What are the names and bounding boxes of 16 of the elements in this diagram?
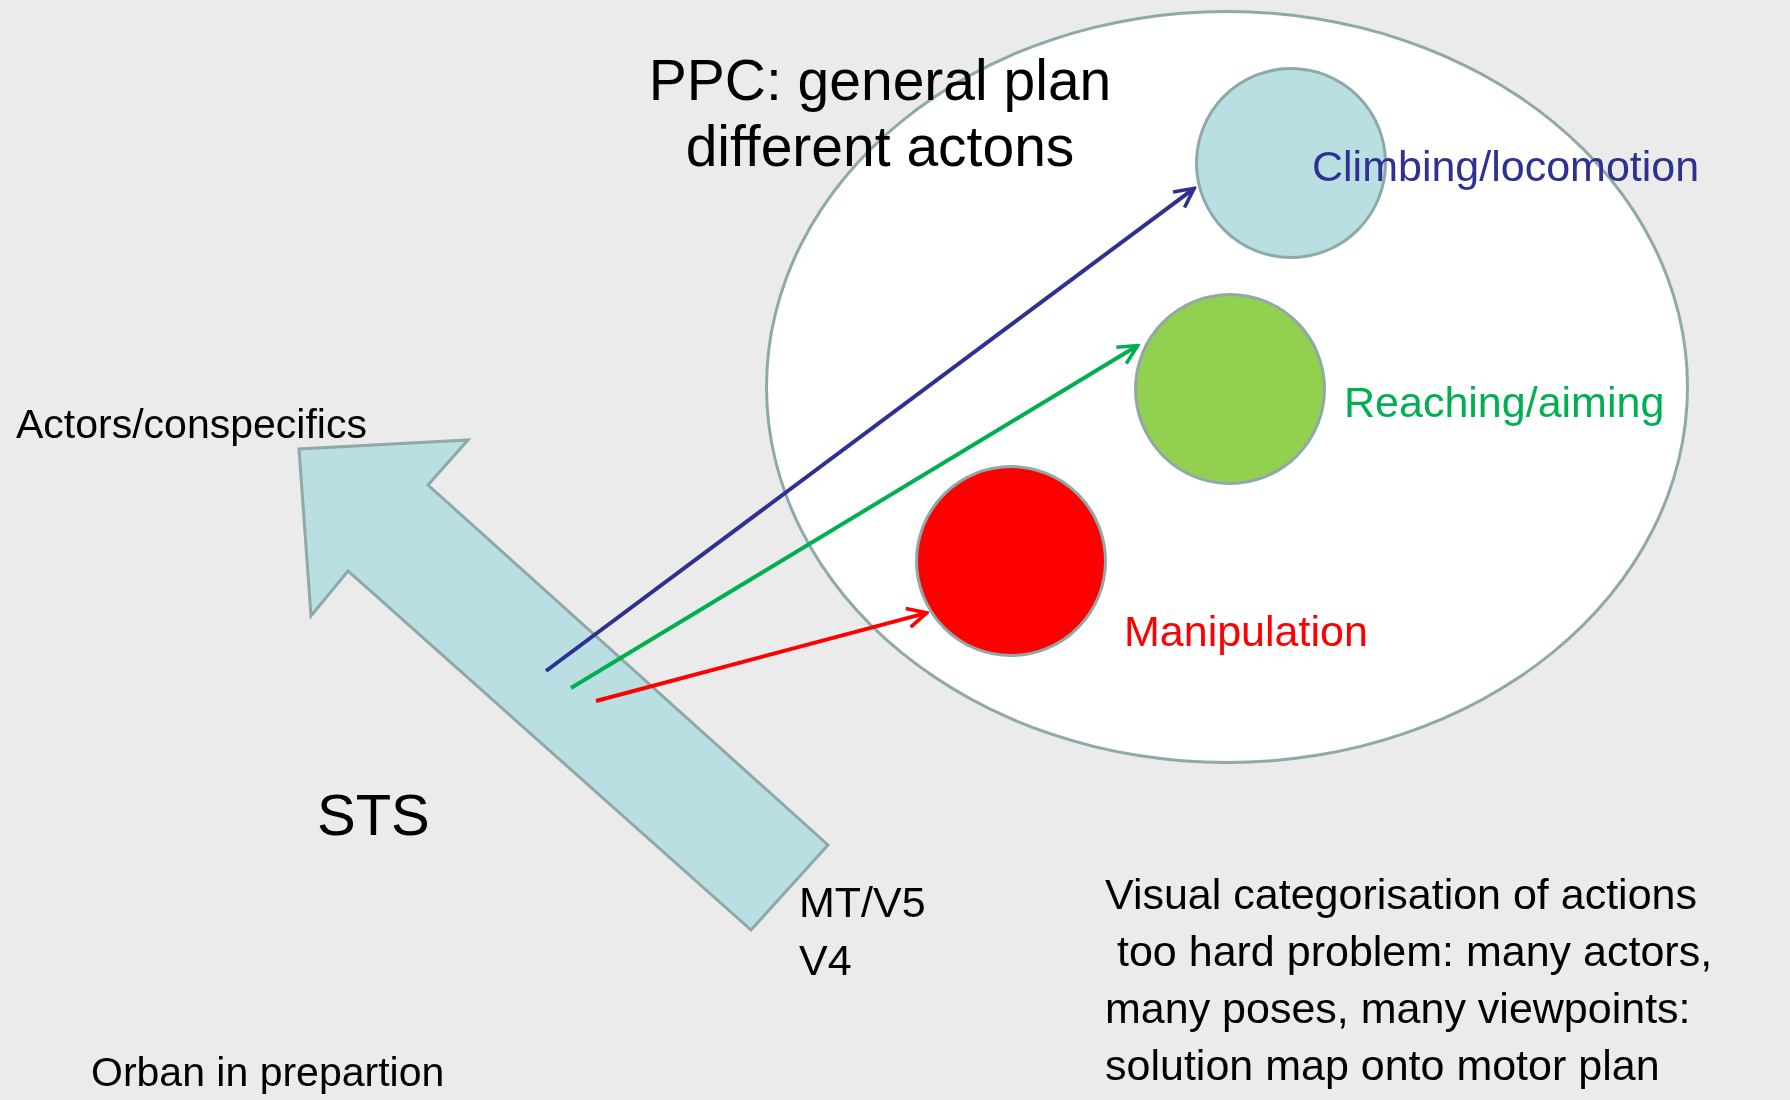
note-text: Visual categorisation of actions <box>1105 869 1697 920</box>
arrow <box>544 186 1196 673</box>
note-text: too hard problem: many actors, <box>1117 926 1713 977</box>
area-label: MT/V5 <box>799 877 926 928</box>
note-text: solution map onto motor plan <box>1105 1040 1660 1091</box>
note-text: many poses, many viewpoints: <box>1105 983 1691 1034</box>
area-label: Actors/conspecifics <box>16 400 367 449</box>
region-label: Reaching/aiming <box>1344 377 1665 428</box>
area-label: V4 <box>799 935 852 986</box>
region-title: PPC: general plan different actons <box>647 47 1113 179</box>
arrow <box>569 343 1140 690</box>
credit-text: Orban in prepartion <box>91 1048 445 1097</box>
region-label: Climbing/locomotion <box>1312 141 1700 192</box>
area-label: STS <box>317 782 430 848</box>
arrow <box>595 606 929 703</box>
region-label: Manipulation <box>1124 606 1368 657</box>
